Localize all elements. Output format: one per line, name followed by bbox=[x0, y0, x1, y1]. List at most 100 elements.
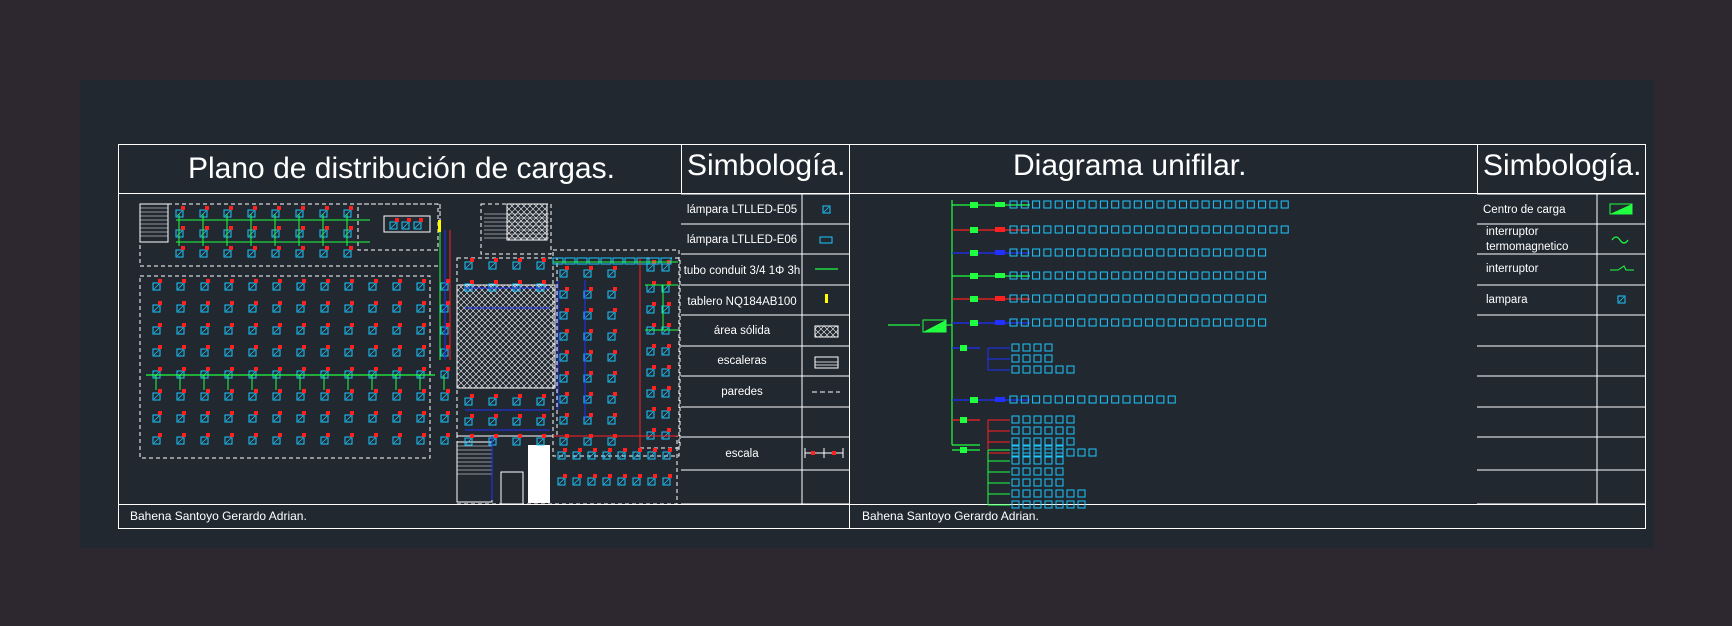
lamp-symbol bbox=[646, 389, 655, 398]
lamp-symbol bbox=[248, 304, 257, 313]
outlet-mark bbox=[542, 394, 546, 398]
wall bbox=[383, 215, 431, 233]
lamp-symbol bbox=[1077, 448, 1086, 457]
outlet-mark bbox=[205, 226, 209, 230]
lamp-diag bbox=[369, 305, 376, 312]
outlet-mark bbox=[494, 258, 498, 262]
breaker-symbol bbox=[1611, 236, 1629, 244]
lamp-diag bbox=[823, 206, 830, 213]
lamp-symbol bbox=[1269, 225, 1278, 234]
lamp-symbol bbox=[1088, 318, 1097, 327]
lamp-symbol bbox=[392, 304, 401, 313]
lamp-diag bbox=[321, 437, 328, 444]
lamp-symbol bbox=[1224, 225, 1233, 234]
outlet-mark bbox=[325, 246, 329, 250]
lamp-symbol bbox=[1190, 248, 1199, 257]
lamp-symbol bbox=[1133, 248, 1142, 257]
lamp-symbol bbox=[1111, 225, 1120, 234]
lamp-symbol bbox=[392, 326, 401, 335]
lamp-diag bbox=[584, 396, 591, 403]
lamp-symbol bbox=[1066, 318, 1074, 327]
lamp-diag bbox=[369, 415, 376, 422]
lamp-symbol bbox=[1077, 248, 1086, 257]
outlet-mark bbox=[470, 434, 474, 438]
lamp-symbol bbox=[1043, 225, 1052, 234]
lamp-symbol bbox=[1054, 395, 1063, 404]
outlet-mark bbox=[589, 308, 593, 312]
lamp-diag bbox=[249, 305, 256, 312]
lamp-symbol bbox=[1011, 445, 1020, 454]
lamp-symbol bbox=[344, 392, 353, 401]
outlet-mark bbox=[652, 344, 656, 348]
lamp-symbol bbox=[152, 282, 161, 291]
outlet-mark bbox=[494, 280, 498, 284]
lamp-diag bbox=[297, 393, 304, 400]
lamp-symbol bbox=[1044, 489, 1053, 498]
lamp-diag bbox=[662, 369, 669, 376]
breaker bbox=[960, 345, 967, 351]
outlet-mark bbox=[302, 389, 306, 393]
lamp-symbol bbox=[1009, 225, 1018, 234]
lamp-diag bbox=[201, 349, 208, 356]
lamp-diag bbox=[417, 327, 424, 334]
lamp-symbol bbox=[1043, 395, 1052, 404]
lamp-symbol bbox=[1033, 426, 1042, 435]
lamp-symbol bbox=[1033, 456, 1042, 465]
lamp-diag bbox=[345, 305, 352, 312]
lamp-symbol bbox=[607, 311, 616, 320]
outlet-mark bbox=[206, 323, 210, 327]
lamp-symbol bbox=[1122, 271, 1131, 280]
lamp-symbol bbox=[1088, 448, 1097, 457]
lamp-symbol bbox=[401, 221, 410, 230]
outlet-mark bbox=[374, 411, 378, 415]
lamp-diag bbox=[647, 369, 654, 376]
lamp-symbol bbox=[1235, 271, 1244, 280]
lamp-symbol bbox=[1258, 225, 1267, 234]
outlet-mark bbox=[254, 389, 258, 393]
lamp-e06-symbol bbox=[600, 257, 612, 265]
lamp-symbol bbox=[1033, 467, 1042, 476]
scale-mark bbox=[832, 451, 836, 455]
lamp-diag bbox=[272, 250, 279, 257]
lamp-symbol bbox=[1033, 437, 1042, 446]
lamp-symbol bbox=[1133, 271, 1142, 280]
outlet-mark bbox=[613, 266, 617, 270]
outlet-mark bbox=[278, 345, 282, 349]
outlet-mark bbox=[350, 279, 354, 283]
lamp-diag bbox=[608, 396, 615, 403]
lamp-symbol bbox=[1145, 294, 1154, 303]
lamp-symbol bbox=[1224, 248, 1233, 257]
lamp-symbol bbox=[536, 437, 545, 446]
lamp-symbol bbox=[607, 269, 616, 278]
lamp-symbol bbox=[1190, 318, 1199, 327]
lamp-symbol bbox=[344, 282, 353, 291]
lamp-symbol bbox=[296, 304, 305, 313]
lamp-symbol bbox=[1044, 478, 1053, 487]
lamp-diag bbox=[584, 354, 591, 361]
lamp-symbol bbox=[1111, 200, 1120, 209]
outlet-mark bbox=[565, 266, 569, 270]
lamp-symbol bbox=[1032, 395, 1041, 404]
lamp-symbol bbox=[1099, 294, 1108, 303]
lamp-symbol bbox=[1269, 200, 1278, 209]
lamp-symbol bbox=[617, 451, 626, 460]
lamp-diag bbox=[345, 327, 352, 334]
outlet-mark bbox=[278, 411, 282, 415]
lamp-symbol bbox=[368, 348, 377, 357]
outlet-mark bbox=[349, 246, 353, 250]
outlet-mark bbox=[518, 394, 522, 398]
outlet-mark bbox=[398, 279, 402, 283]
scale-mark bbox=[811, 451, 815, 455]
lamp-symbol bbox=[320, 436, 329, 445]
wall bbox=[456, 257, 558, 437]
lamp-diag bbox=[647, 390, 654, 397]
outlet-mark bbox=[205, 206, 209, 210]
lamp-symbol bbox=[661, 305, 670, 314]
lamp-symbol bbox=[1055, 500, 1064, 509]
outlet-mark bbox=[446, 279, 450, 283]
lamp-symbol bbox=[583, 353, 592, 362]
lamp-symbol bbox=[1044, 354, 1053, 363]
lamp-diag bbox=[200, 210, 207, 217]
lamp-diag bbox=[608, 270, 615, 277]
lamp-symbol bbox=[1167, 225, 1176, 234]
